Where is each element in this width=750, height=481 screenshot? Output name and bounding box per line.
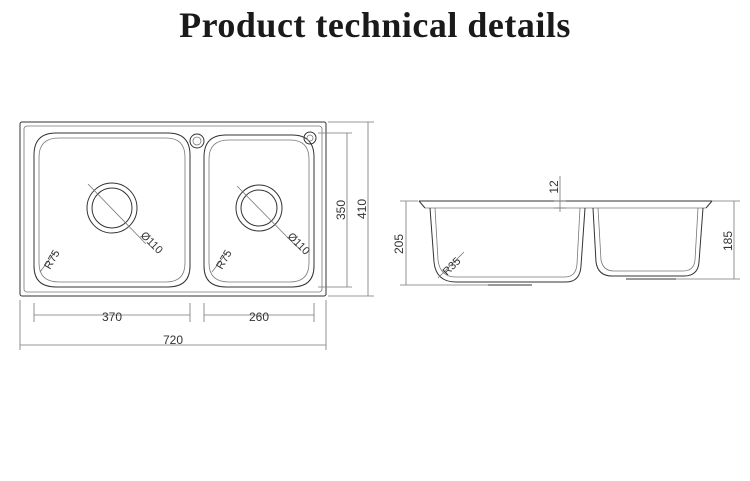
dim-right-depth: 185: [721, 231, 735, 251]
dim-rim-thickness: 12: [547, 180, 561, 194]
left-radius-leader: [39, 251, 56, 273]
left-drain-outer: [86, 182, 138, 234]
page-title: Product technical details: [179, 5, 571, 45]
top-view-horizontal-dimensions: 370 260 720: [19, 300, 327, 350]
tap-hole-right: [303, 131, 317, 145]
dim-bowl-right-width: 260: [249, 310, 269, 324]
right-drain-outer: [235, 184, 283, 232]
side-radius-leader: [437, 251, 465, 279]
dim-bowl-left-width: 370: [102, 310, 122, 324]
sink-top-view: Ø110 R75 Ø110 R75: [19, 121, 327, 297]
left-radius-label: R75: [42, 248, 62, 271]
side-radius-label: R35: [441, 255, 464, 278]
right-drain-inner: [240, 189, 278, 227]
top-view-vertical-dimensions: 350 410: [318, 121, 374, 297]
dim-overall-width: 410: [355, 199, 369, 219]
right-bowl-inner-outline: [208, 139, 310, 283]
right-radius-label: R75: [214, 248, 234, 271]
left-bowl-inner-outline: [38, 137, 186, 283]
tap-hole-right-inner: [306, 134, 314, 142]
right-radius-leader: [211, 251, 228, 273]
left-drain-inner: [91, 187, 133, 229]
sink-outer-rim: [19, 121, 327, 297]
right-drain-leader: [236, 185, 297, 247]
sink-inner-rim: [23, 125, 323, 293]
left-drain-leader: [87, 183, 147, 245]
right-drain-label: Ø110: [285, 231, 312, 258]
right-bowl-outline: [203, 134, 315, 288]
left-drain-label: Ø110: [138, 230, 165, 257]
dim-left-depth: 205: [392, 234, 406, 254]
side-view-dimensions: 12 205 185: [392, 176, 740, 286]
tap-hole-left: [189, 133, 205, 149]
dim-bowl-depth: 350: [334, 200, 348, 220]
side-right-bowl: [592, 207, 704, 277]
sink-side-view: R35: [418, 200, 713, 286]
dim-overall-length: 720: [163, 333, 183, 347]
left-bowl-outline: [33, 132, 191, 288]
tap-hole-left-inner: [192, 136, 202, 146]
